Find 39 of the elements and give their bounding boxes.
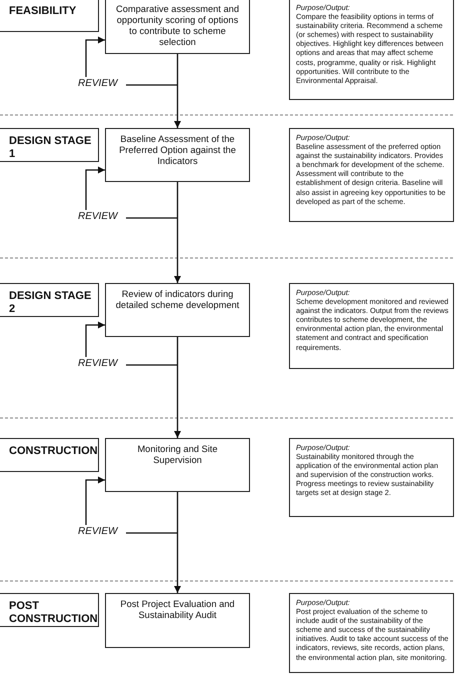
purpose-box (289, 438, 454, 517)
review-label: REVIEW (78, 78, 120, 90)
arrow (174, 54, 181, 128)
connector-line (126, 364, 178, 366)
review-label: REVIEW (78, 358, 120, 370)
process-text: Comparative assessment and opportunity scoring of options to contribute to scheme selection (115, 4, 240, 48)
review-label: REVIEW (78, 526, 120, 538)
stage-box (0, 128, 99, 162)
stage-name: FEASIBILITY (9, 5, 78, 18)
stage-box (0, 438, 99, 472)
arrow (85, 322, 105, 357)
process-text: Review of indicators during detailed scheme development (114, 289, 240, 311)
review-label: REVIEW (78, 211, 120, 223)
stage-box (0, 593, 99, 627)
connector-line (126, 217, 178, 219)
process-text: Post Project Evaluation and Sustainability Audit (119, 599, 236, 621)
process-text: Baseline Assessment of the Preferred Option against the Indicators (118, 134, 237, 167)
arrow (85, 166, 105, 210)
arrow (174, 492, 181, 593)
stage-name: DESIGN STAGE 1 (9, 135, 92, 161)
arrow (85, 36, 105, 77)
stage-box (0, 283, 99, 317)
purpose-box (289, 593, 454, 673)
process-box (105, 283, 250, 337)
stage-box (0, 0, 99, 32)
arrow (85, 476, 105, 525)
stage-name: DESIGN STAGE 2 (9, 290, 92, 316)
process-text: Monitoring and Site Supervision (136, 444, 219, 466)
purpose-box (289, 283, 454, 369)
arrow (174, 182, 181, 283)
connector-line (126, 532, 178, 534)
process-box (105, 0, 250, 54)
purpose-box (289, 128, 454, 222)
arrow (174, 337, 181, 438)
process-box (105, 128, 250, 182)
purpose-box (289, 0, 454, 100)
process-box (105, 593, 250, 648)
process-box (105, 438, 250, 492)
connector-line (126, 84, 178, 86)
